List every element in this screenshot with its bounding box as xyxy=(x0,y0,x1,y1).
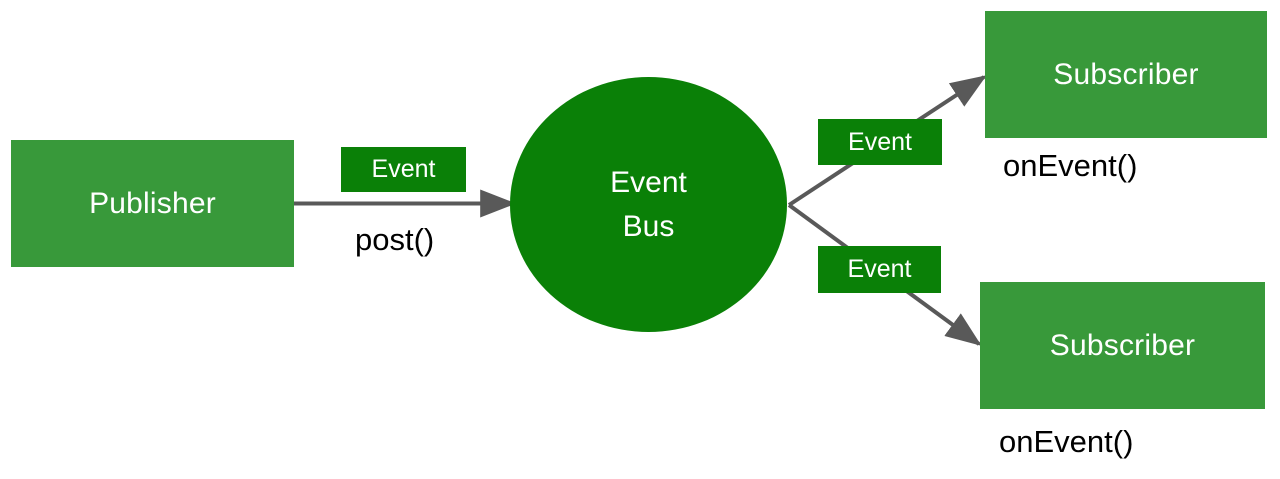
on-event-caption-2: onEvent() xyxy=(999,424,1133,460)
on-event-label: onEvent() xyxy=(999,424,1134,459)
subscriber-node-2[interactable]: Subscriber xyxy=(980,282,1265,409)
on-event-caption-1: onEvent() xyxy=(1003,148,1137,184)
event-badge-label: Event xyxy=(371,155,436,183)
post-method-label: post() xyxy=(355,222,435,257)
post-method-caption: post() xyxy=(355,222,434,258)
event-bus-node[interactable]: Event Bus xyxy=(510,77,787,332)
event-badge-bus-to-subscriber-2[interactable]: Event xyxy=(818,246,941,293)
event-bus-label-line-2: Bus xyxy=(622,209,675,243)
event-badge-label: Event xyxy=(848,127,912,156)
event-bus-label-line-1: Event xyxy=(610,166,687,199)
event-badge-label: Event xyxy=(847,255,912,283)
subscriber-label: Subscriber xyxy=(1049,328,1196,362)
publisher-node[interactable]: Publisher xyxy=(11,140,294,267)
event-badge-bus-to-subscriber-1[interactable]: Event xyxy=(818,119,942,165)
publisher-label: Publisher xyxy=(89,186,216,220)
subscriber-node-1[interactable]: Subscriber xyxy=(985,11,1267,138)
event-badge-publisher-to-bus[interactable]: Event xyxy=(341,147,466,192)
subscriber-label: Subscriber xyxy=(1053,57,1199,91)
on-event-label: onEvent() xyxy=(1003,148,1138,183)
